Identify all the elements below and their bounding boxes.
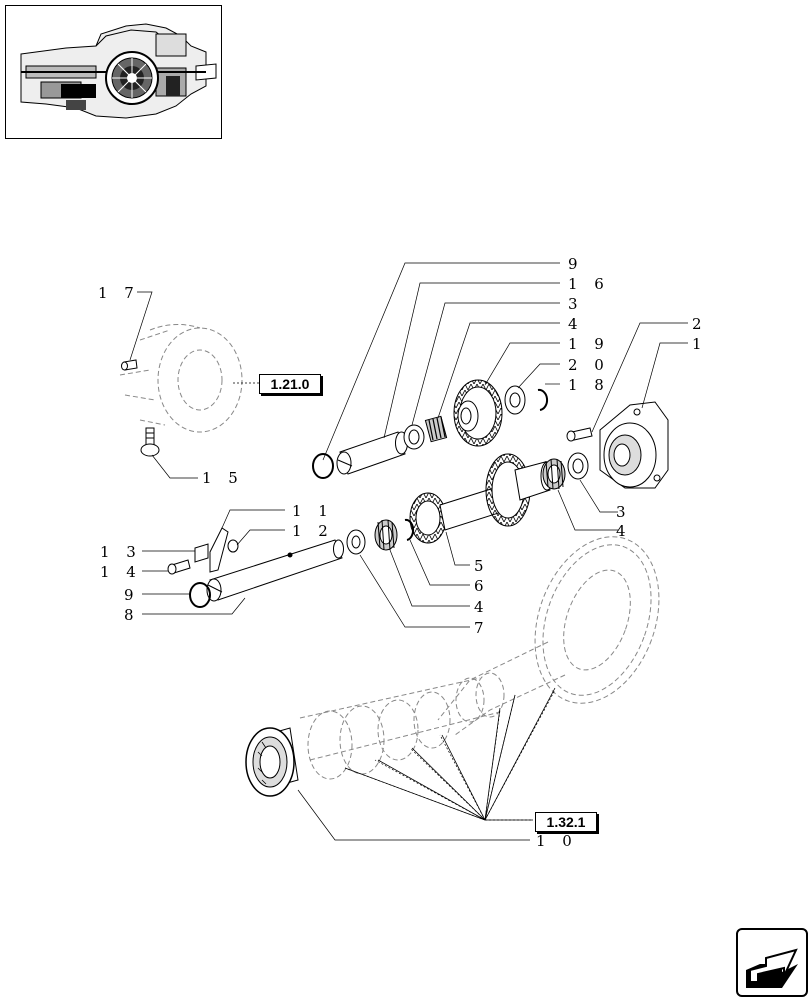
callout-3-upper: 3 (568, 295, 584, 313)
part-20-thrust-washer (504, 385, 526, 415)
part-14-bolt (167, 559, 191, 575)
assembly-location-thumbnail (5, 5, 222, 139)
callout-13: 1 3 (100, 543, 142, 561)
reference-box-1-32-1[interactable]: 1.32.1 (535, 812, 597, 832)
part-19-gear (453, 379, 503, 447)
callout-15: 1 5 (202, 469, 244, 487)
callout-4-lower: 4 (474, 598, 490, 616)
callout-14: 1 4 (100, 563, 142, 581)
part-2-screw (566, 427, 593, 442)
part-11-locking-plate (194, 527, 229, 573)
part-4-needle-bearing-upper (424, 415, 448, 443)
part-15-bolt (140, 427, 160, 457)
callout-3-right: 3 (616, 503, 632, 521)
callout-5: 5 (474, 557, 490, 575)
reference-box-1-21-0[interactable]: 1.21.0 (259, 374, 321, 394)
callout-4-upper: 4 (568, 315, 584, 333)
ghost-ring-gear (437, 536, 660, 736)
callout-19: 1 9 (568, 335, 610, 353)
part-16-upper-shaft (336, 431, 408, 475)
ghost-splined-shaft (299, 672, 505, 780)
next-page-arrow-icon (746, 948, 798, 988)
part-12-washer (227, 539, 239, 553)
callout-1: 1 (692, 335, 708, 353)
part-4-needle-bearing-lower (374, 519, 398, 551)
part-8-lower-shaft (206, 539, 344, 602)
callout-9-upper: 9 (568, 255, 584, 273)
part-9-o-ring-upper (312, 453, 334, 479)
part-4-needle-bearing-right (542, 458, 566, 490)
callout-17: 1 7 (98, 284, 140, 302)
part-9-o-ring-lower (189, 582, 211, 608)
part-10-splined-sleeve (245, 727, 299, 797)
callout-18: 1 8 (568, 376, 610, 394)
part-5-gear-shaft (409, 453, 554, 544)
part-3-washer-upper (403, 424, 425, 450)
next-page-button[interactable] (736, 928, 808, 997)
part-18-circlip (537, 388, 548, 411)
callout-2: 2 (692, 315, 708, 333)
callout-8: 8 (124, 606, 140, 624)
callout-10: 1 0 (536, 832, 578, 850)
callout-16: 1 6 (568, 275, 610, 293)
part-7-spacer (346, 529, 366, 555)
leader-lines (129, 262, 688, 841)
callout-4-right: 4 (616, 522, 632, 540)
part-1-cover (599, 401, 669, 489)
callout-20: 2 0 (568, 356, 610, 374)
part-17-screw (121, 359, 138, 371)
callout-9-lower: 9 (124, 586, 140, 604)
callout-11: 1 1 (292, 502, 334, 520)
callout-6: 6 (474, 577, 490, 595)
ghost-housing-upper (119, 324, 243, 433)
callout-7: 7 (474, 619, 490, 637)
part-3-washer-right (567, 452, 589, 480)
tractor-transmission-thumbnail-icon (20, 23, 217, 119)
callout-12: 1 2 (292, 522, 334, 540)
